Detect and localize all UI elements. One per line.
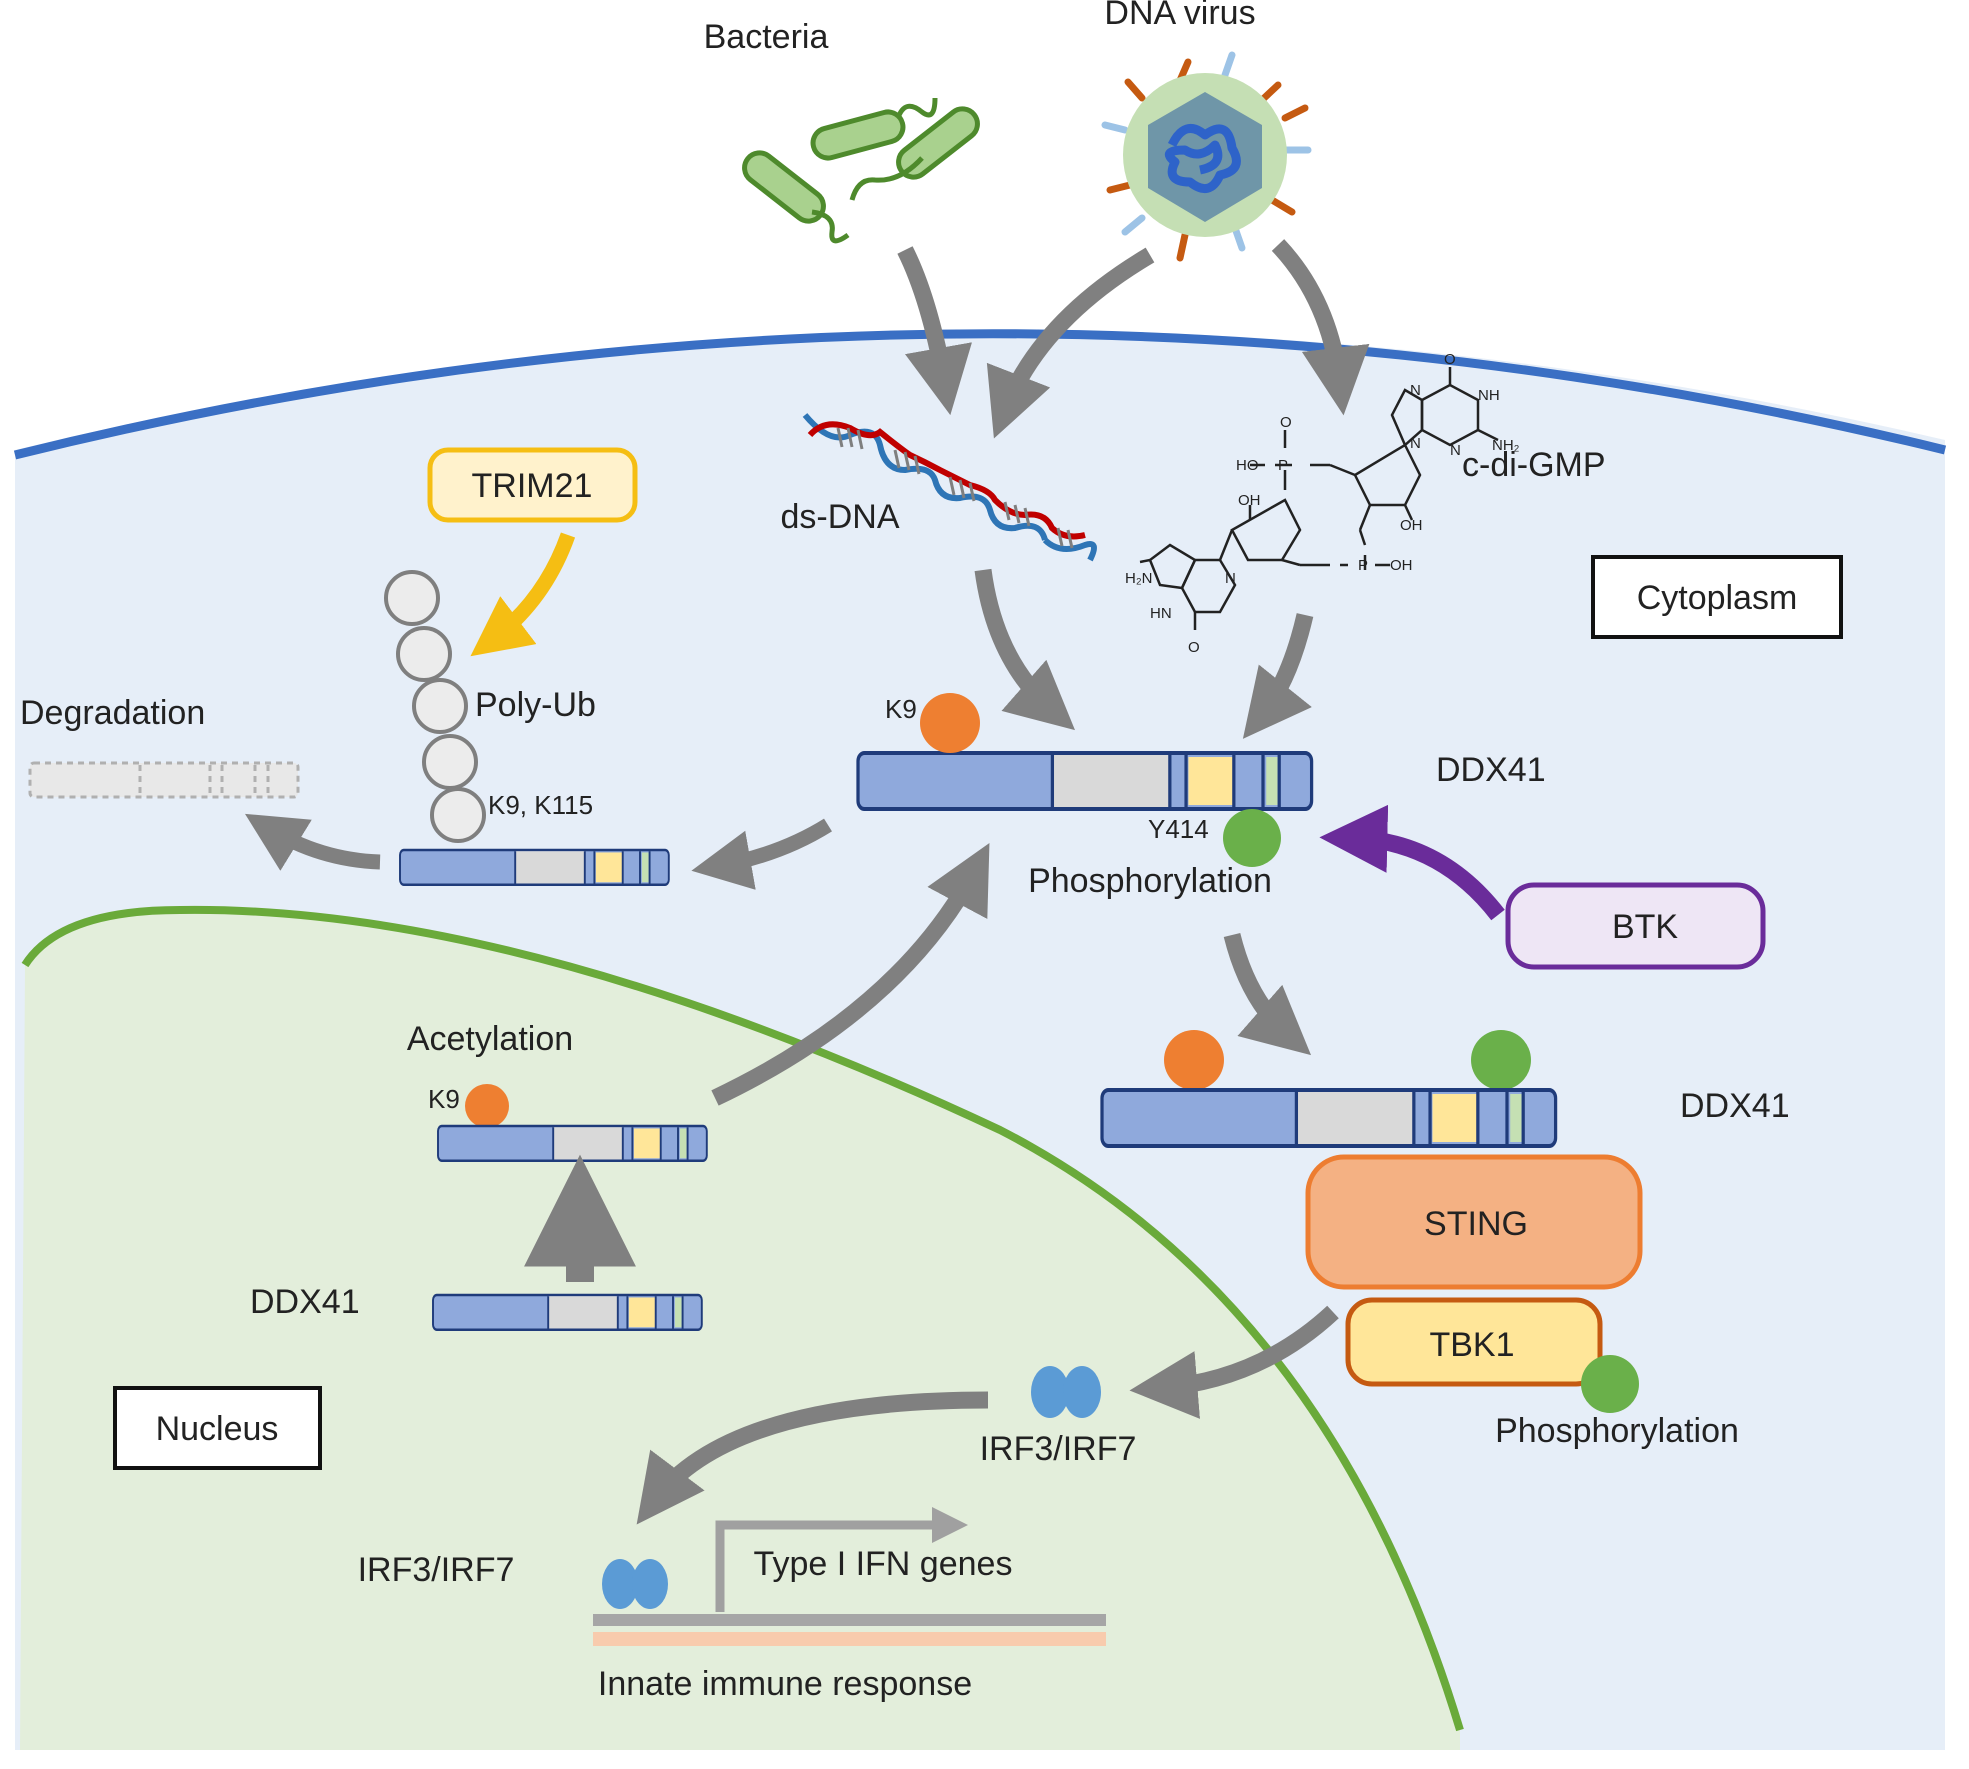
phospho-tbk1 [1581,1355,1639,1413]
chem-p-top: P [1278,457,1288,474]
irf-dimer-dna-icon [602,1559,668,1609]
c-di-gmp-structure-icon [1139,367,1499,630]
degraded-protein-icon [28,761,300,799]
chem-n-bottom: N [1225,570,1236,587]
chem-oh-bottom: OH [1390,557,1413,574]
acetyl-k9-sting [1164,1030,1224,1090]
trim21-label: TRIM21 [472,467,593,505]
arrow-irf-to-nucleus [636,1391,989,1525]
phospho-y414-main [1223,809,1281,867]
arrow-ddx41-to-sting-complex [1223,932,1312,1056]
type1-ifn-label: Type I IFN genes [754,1545,1013,1583]
dna-virus-label: DNA virus [1104,0,1255,32]
ddx41-nuc-label: DDX41 [250,1283,360,1321]
chem-ho-top: HO [1236,457,1259,474]
ddx41-main-protein [856,751,1314,811]
chem-nh2-top: NH₂ [1492,437,1520,454]
irf-cyto-label: IRF3/IRF7 [980,1430,1137,1468]
phospho-y414-sting [1471,1030,1531,1090]
ddx41-ubiquitinated-protein [398,848,671,886]
arrow-virus-to-cdigmp [1271,239,1370,416]
nucleus-label: Nucleus [156,1410,279,1448]
chem-h2n-bottom: H₂N [1125,570,1153,587]
k9-k115-label: K9, K115 [488,790,593,820]
dsdna-label: ds-DNA [780,498,899,536]
degradation-label: Degradation [20,694,205,732]
nucleus-label-box: Nucleus [113,1386,322,1470]
arrow-acetylated-to-ddx41 [711,843,990,1106]
k9-nuc-label: K9 [428,1084,460,1114]
ddx41-main-label: DDX41 [1436,751,1546,789]
ddx41-nuclear-protein [431,1293,704,1331]
chem-o-keto-bottom: O [1188,639,1200,656]
chem-n2: N [1410,435,1421,452]
chem-nh: NH [1478,387,1500,404]
chem-oh-b: OH [1400,517,1423,534]
arrow-bacteria-to-dsdna [897,246,972,416]
bacteria-label: Bacteria [704,18,829,56]
acetylation-label: Acetylation [407,1020,573,1058]
cytoplasm-label: Cytoplasm [1637,579,1798,617]
poly-ub-chain [384,570,486,843]
chem-n1: N [1410,382,1421,399]
k9-main-label: K9 [885,694,917,724]
chem-o-keto-top: O [1444,351,1456,368]
sting-box: STING [1305,1154,1643,1290]
tbk1-box: TBK1 [1345,1297,1603,1387]
acetyl-k9-main [920,693,980,753]
ddx41-sting-protein [1100,1088,1558,1148]
phosphorylation-main-label: Phosphorylation [1028,862,1272,900]
dsdna-helix-icon [802,413,1097,562]
chem-n3: N [1450,442,1461,459]
sting-label: STING [1424,1205,1528,1243]
transcription-start-arrow [715,1507,968,1612]
trim21-box: TRIM21 [427,447,638,523]
bacteria-icon [742,97,980,244]
arrow-dsdna-to-ddx41 [974,568,1075,731]
gene-dna-strand [593,1614,1106,1646]
btk-box: BTK [1505,882,1766,970]
nucleus-region [20,905,1464,1750]
arrow-trim21-to-polyub [470,532,576,657]
ddx41-sting-label: DDX41 [1680,1087,1790,1125]
arrow-ubiquitinated-to-degradation [245,813,381,871]
chem-oh-a: OH [1238,492,1261,509]
cytoplasm-label-box: Cytoplasm [1591,555,1843,639]
poly-ub-label: Poly-Ub [475,686,596,724]
irf-dimer-cytoplasm-icon [1031,1366,1101,1418]
dna-virus-icon [1101,51,1312,262]
ddx41-acetylated-protein [436,1124,709,1162]
chem-o-top: O [1280,414,1292,431]
arrow-virus-to-dsdna [986,247,1155,439]
arrow-ddx41-to-ubiquitinated [691,818,832,890]
innate-response-label: Innate immune response [598,1665,972,1703]
arrow-cdigmp-to-ddx41 [1242,613,1314,739]
btk-label: BTK [1612,908,1678,946]
arrow-tbk1-to-irf [1129,1305,1339,1419]
c-di-gmp-label: c-di-GMP [1462,446,1606,484]
arrow-btk-to-ddx41 [1319,804,1505,921]
phosphorylation-tbk1-label: Phosphorylation [1495,1412,1739,1450]
irf-nuc-label: IRF3/IRF7 [358,1551,515,1589]
y414-label: Y414 [1148,814,1209,844]
tbk1-label: TBK1 [1429,1326,1514,1364]
cell-membrane [13,329,1947,460]
chem-hn-bottom: HN [1150,605,1172,622]
c-di-gmp-atom-labels: HO P O N N NH N NH₂ O OH OH P OH H₂N HN … [1125,351,1520,656]
acetyl-k9-nuc [465,1084,509,1128]
chem-p-bottom: P [1358,557,1368,574]
